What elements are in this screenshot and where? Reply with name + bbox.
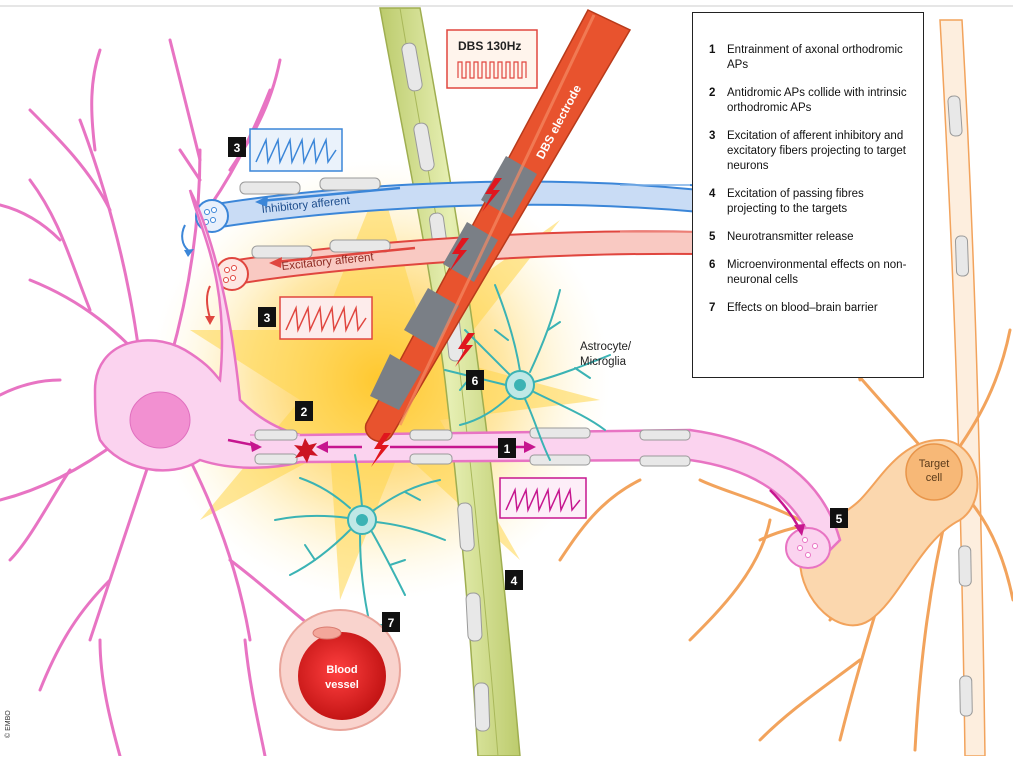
legend-box: 1 Entrainment of axonal orthodromic APs … — [692, 12, 924, 378]
waveform-axon — [500, 478, 586, 518]
legend-number: 4 — [709, 187, 727, 217]
marker-3b: 3 — [264, 311, 271, 325]
target-cell-label-line-1: Target — [919, 458, 950, 470]
legend-text: Excitation of passing fibres projecting … — [727, 187, 915, 217]
waveform-inhibitory — [250, 129, 342, 171]
legend-text: Excitation of afferent inhibitory and ex… — [727, 129, 915, 174]
marker-2: 2 — [301, 405, 308, 419]
astrocyte-label-line-2: Microglia — [580, 356, 627, 368]
marker-6: 6 — [472, 374, 479, 388]
legend-item: 5 Neurotransmitter release — [709, 230, 915, 245]
legend-item: 1 Entrainment of axonal orthodromic APs — [709, 43, 915, 73]
marker-4: 4 — [511, 574, 518, 588]
legend-item: 6 Microenvironmental effects on non-neur… — [709, 258, 915, 288]
legend-number: 7 — [709, 301, 727, 316]
target-cell-label-line-2: cell — [926, 472, 943, 484]
waveform-excitatory — [280, 297, 372, 339]
legend-text: Microenvironmental effects on non-neuron… — [727, 258, 915, 288]
legend-text: Entrainment of axonal orthodromic APs — [727, 43, 915, 73]
legend-number: 2 — [709, 86, 727, 116]
dbs-frequency-label: DBS 130Hz — [458, 39, 521, 53]
marker-7: 7 — [388, 616, 395, 630]
legend-text: Antidromic APs collide with intrinsic or… — [727, 86, 915, 116]
legend-item: 2 Antidromic APs collide with intrinsic … — [709, 86, 915, 116]
marker-1: 1 — [504, 442, 511, 456]
legend-item: 3 Excitation of afferent inhibitory and … — [709, 129, 915, 174]
legend-number: 6 — [709, 258, 727, 288]
legend-number: 3 — [709, 129, 727, 174]
legend-number: 1 — [709, 43, 727, 73]
blood-vessel-label-line-1: Blood — [326, 664, 357, 676]
legend-text: Neurotransmitter release — [727, 230, 915, 245]
marker-5: 5 — [836, 512, 843, 526]
astrocyte-label-line-1: Astrocyte/ — [580, 341, 632, 353]
legend-number: 5 — [709, 230, 727, 245]
blood-vessel-label-line-2: vessel — [325, 679, 359, 691]
legend-item: 4 Excitation of passing fibres projectin… — [709, 187, 915, 217]
legend-text: Effects on blood–brain barrier — [727, 301, 915, 316]
copyright-label: © EMBO — [4, 710, 12, 738]
right-fibre — [940, 20, 985, 756]
marker-3a: 3 — [234, 141, 241, 155]
legend-item: 7 Effects on blood–brain barrier — [709, 301, 915, 316]
